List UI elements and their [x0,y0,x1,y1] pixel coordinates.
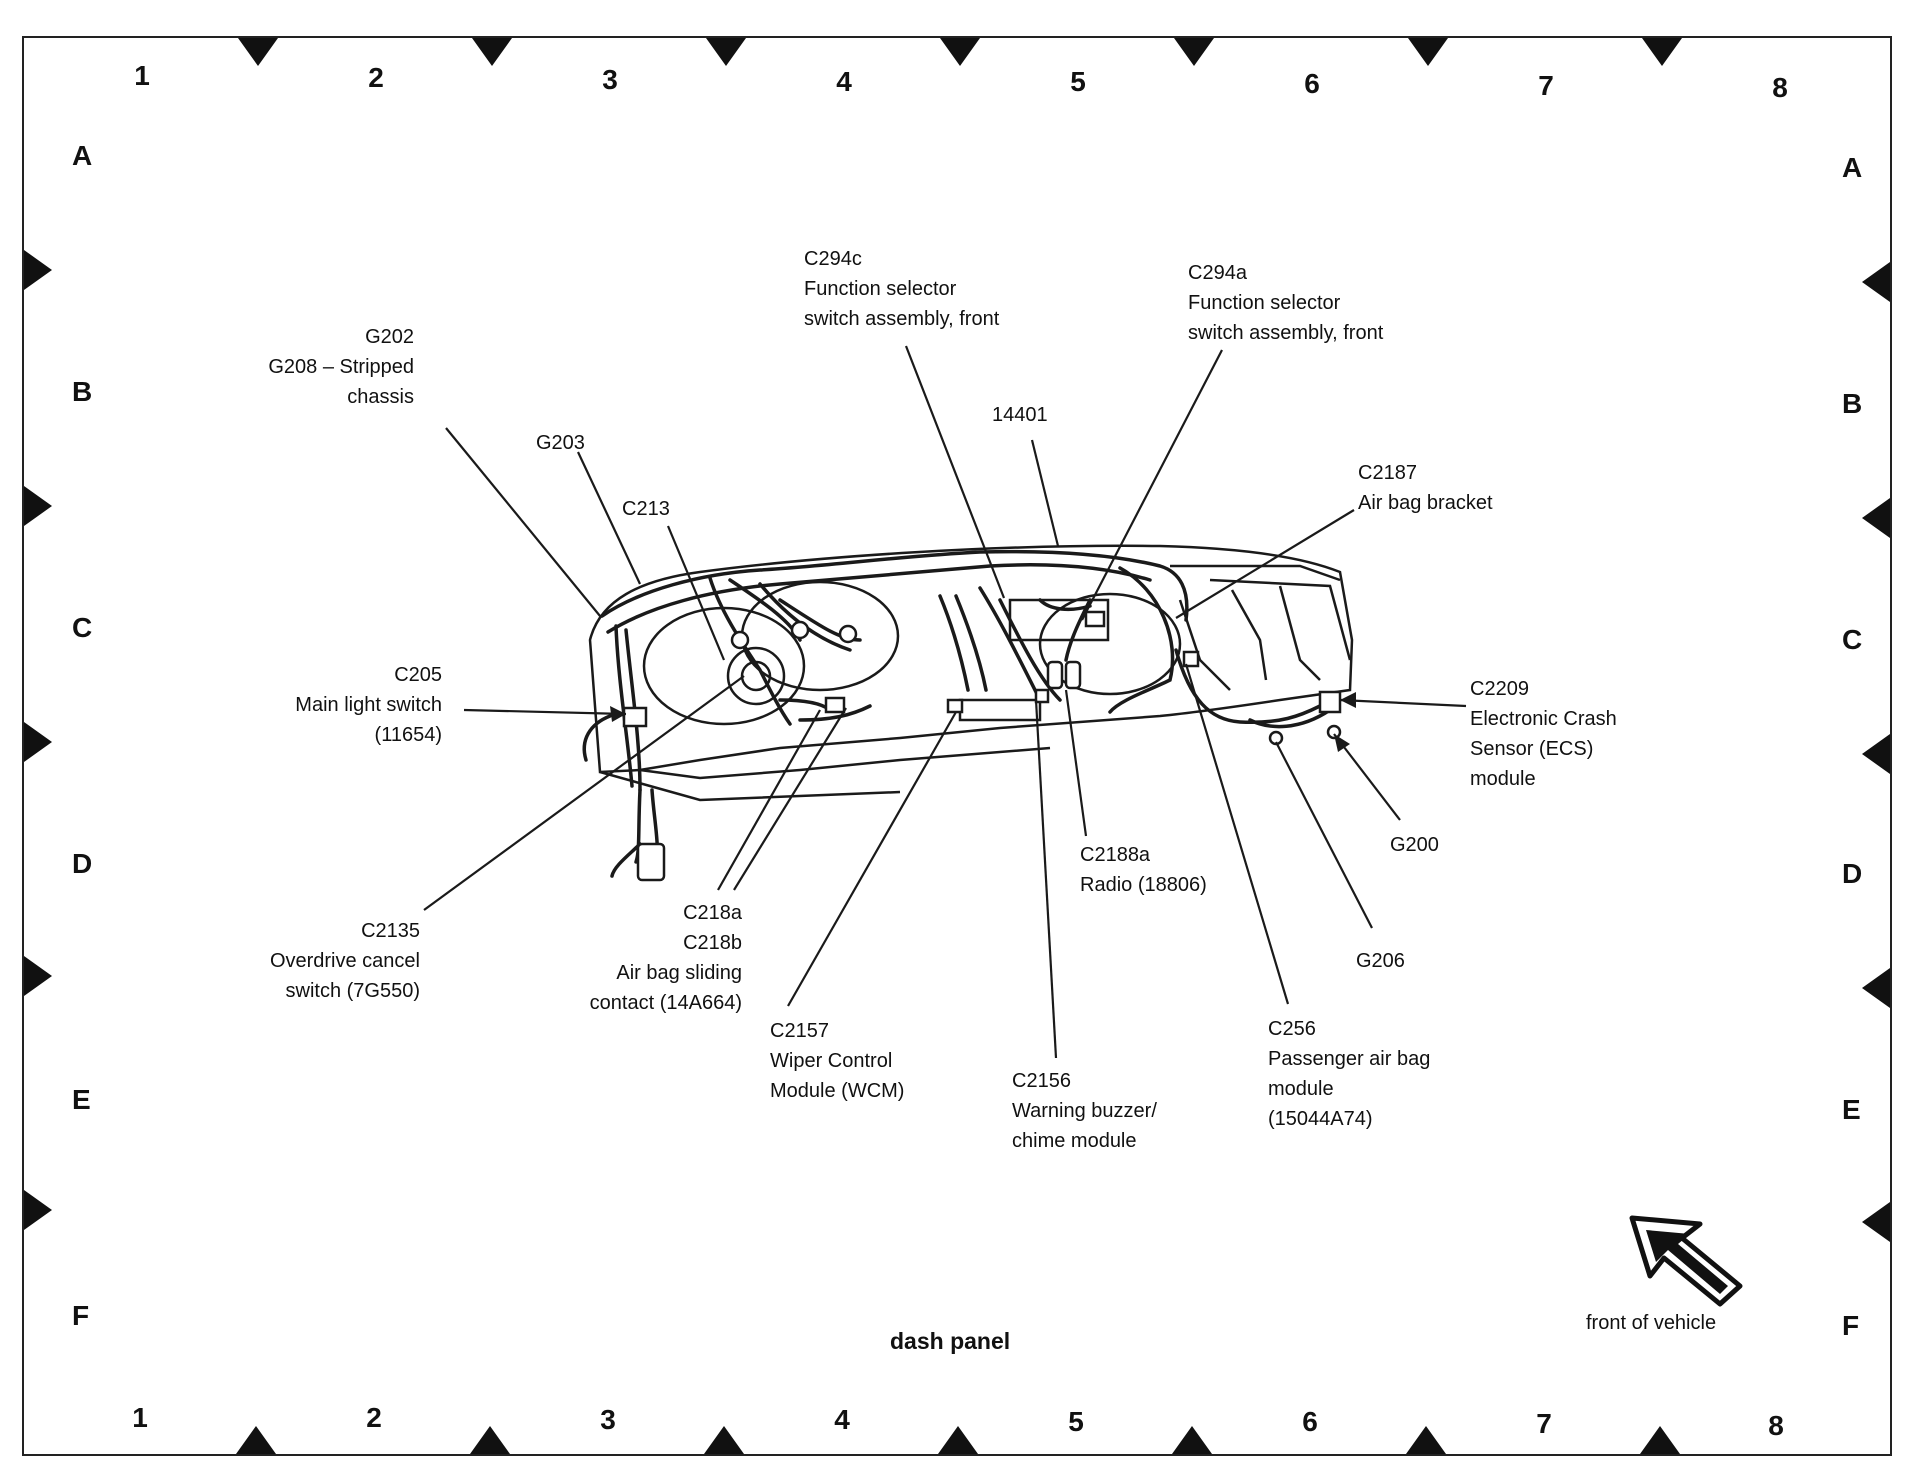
callout-g206: G206 [1356,950,1405,972]
callout-c2157: C2157 Wiper Control Module (WCM) [770,1020,905,1102]
row-letter-right: A [1842,152,1863,183]
row-letter-right: B [1842,388,1863,419]
row-letter-right: C [1842,624,1863,655]
row-letter-left: D [72,848,93,879]
callout-14401: 14401 [992,404,1048,426]
column-number-top: 2 [368,62,384,93]
row-letter-left: F [72,1300,90,1331]
column-number-top: 7 [1538,70,1554,101]
dash-panel-outline [588,544,1354,802]
callout-c213: C213 [622,498,670,520]
column-number-bottom: 4 [834,1404,850,1435]
column-number-top: 4 [836,66,852,97]
row-letter-left: B [72,376,93,407]
grid-marker-left [24,250,52,1230]
row-letter-right: F [1842,1310,1860,1341]
column-number-top: 6 [1304,68,1320,99]
diagram-title: dash panel [890,1328,1011,1354]
row-letter-right: D [1842,858,1863,889]
arrow-up-left-icon [1629,1215,1743,1307]
column-number-bottom: 5 [1068,1406,1084,1437]
column-number-bottom: 2 [366,1402,382,1433]
callout-c294c: C294c Function selector switch assembly,… [804,248,1000,330]
connectors [622,610,1342,882]
callout-c2156: C2156 Warning buzzer/ chime module [1012,1070,1157,1152]
row-letter-left: C [72,612,93,643]
callout-c218: C218a C218b Air bag sliding contact (14A… [589,902,742,1014]
column-number-bottom: 6 [1302,1406,1318,1437]
callout-g203: G203 [536,432,585,454]
column-number-top: 8 [1772,72,1788,103]
column-number-top: 1 [134,60,150,91]
leader-lines [423,345,1467,1059]
grid-marker-bottom [236,1426,1680,1454]
callout-c2209: C2209 Electronic Crash Sensor (ECS) modu… [1470,678,1617,790]
diagram-frame [22,36,1892,1456]
callout-c2187: C2187 Air bag bracket [1358,462,1493,514]
row-letter-left: A [72,140,93,171]
orientation-label: front of vehicle [1586,1312,1717,1334]
column-number-top: 3 [602,64,618,95]
column-number-bottom: 3 [600,1404,616,1435]
callout-c2188a: C2188a Radio (18806) [1080,844,1207,896]
grid-marker-top [238,38,1682,66]
leader-arrowheads [610,692,1356,752]
wiring-harness [582,549,1342,878]
grid-marker-right [1862,262,1890,1242]
callout-g200: G200 [1390,834,1439,856]
callout-c256: C256 Passenger air bag module (15044A74) [1268,1018,1431,1130]
column-number-bottom: 1 [132,1402,148,1433]
callout-c2135: C2135 Overdrive cancel switch (7G550) [269,920,420,1002]
row-letter-right: E [1842,1094,1861,1125]
callout-c205: C205 Main light switch (11654) [295,664,442,746]
callout-c294a: C294a Function selector switch assembly,… [1188,262,1384,344]
column-number-top: 5 [1070,66,1086,97]
column-number-bottom: 8 [1768,1410,1784,1441]
column-number-bottom: 7 [1536,1408,1552,1439]
row-letter-left: E [72,1084,91,1115]
callout-g202: G202 G208 – Stripped chassis [268,326,414,408]
